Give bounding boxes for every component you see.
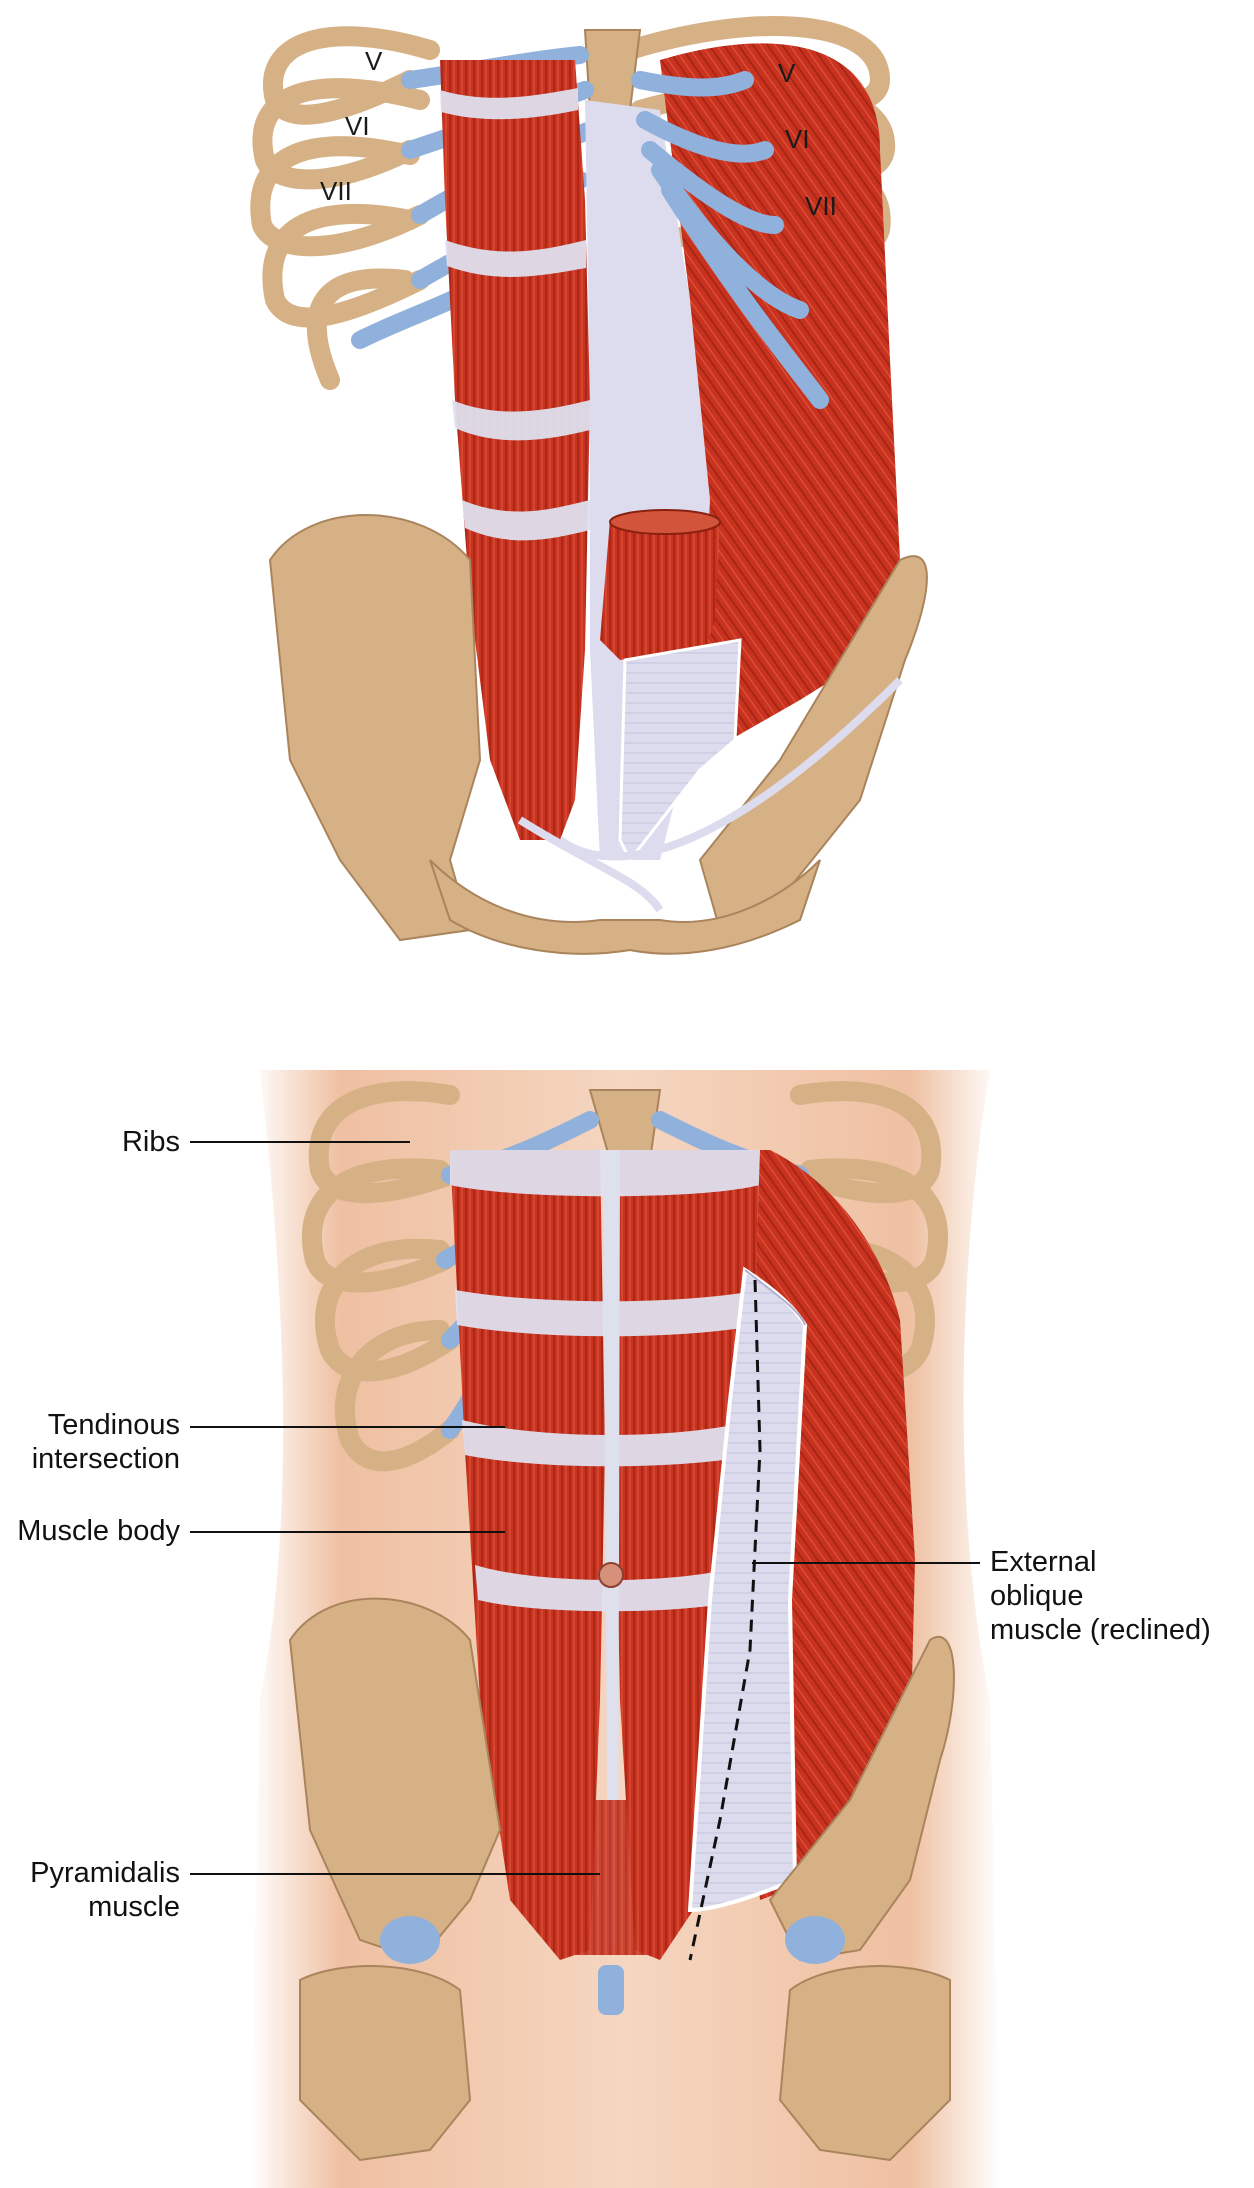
left-rectus-intersections — [440, 88, 590, 541]
pelvis-top — [268, 514, 928, 955]
label-muscle-body: Muscle body — [17, 1515, 180, 1547]
rib-numeral-right-7: VII — [805, 191, 837, 221]
label-tendinous-line1: Tendinous — [47, 1409, 180, 1441]
inguinal-ligament-top — [517, 677, 903, 913]
label-tendinous-intersection: Tendinous intersection — [10, 1408, 180, 1476]
label-external-line1: External — [990, 1546, 1097, 1578]
right-oblique-top — [660, 43, 900, 741]
leader-lines — [190, 1141, 980, 1875]
pubic-symphysis — [598, 1965, 624, 2015]
linea-alba — [603, 1150, 620, 1950]
label-external-line3: muscle (reclined) — [990, 1614, 1211, 1646]
rib-numerals-left: V VI VII — [320, 46, 383, 206]
label-pyramidalis-line1: Pyramidalis — [30, 1857, 180, 1889]
label-ribs: Ribs — [121, 1126, 180, 1158]
cut-rectus-stump — [600, 520, 720, 660]
label-external-line2: oblique — [990, 1580, 1084, 1612]
rib-numeral-left-7: VII — [320, 176, 352, 206]
label-tendinous-line2: intersection — [31, 1443, 180, 1475]
rib-numeral-right-6: VI — [785, 124, 810, 154]
left-ribs-top — [250, 26, 440, 390]
incision-dashed-line — [688, 1279, 762, 1961]
rib-numeral-right-5: V — [778, 58, 796, 88]
rib-numeral-left-5: V — [365, 46, 383, 76]
label-pyramidalis-line2: muscle — [88, 1891, 180, 1923]
hip-cartilage — [380, 1916, 845, 1964]
bottom-figure — [190, 1070, 1000, 2188]
umbilicus — [598, 1562, 624, 1588]
rib-numeral-left-6: VI — [345, 111, 370, 141]
top-figure: V VI VII V VI VII — [250, 16, 928, 955]
label-external-oblique: External oblique muscle (reclined) — [990, 1545, 1211, 1647]
right-cartilage-top — [631, 71, 829, 409]
reclined-sheet-edge — [744, 1269, 806, 1326]
rib-numerals-right: V VI VII — [778, 58, 837, 221]
label-pyramidalis-muscle: Pyramidalis muscle — [10, 1856, 180, 1924]
pelvis-bottom — [288, 1597, 955, 2162]
reflected-sheath-top — [618, 638, 742, 863]
stump-cross-section — [609, 509, 721, 535]
pyramidalis-muscle — [565, 1800, 660, 1955]
